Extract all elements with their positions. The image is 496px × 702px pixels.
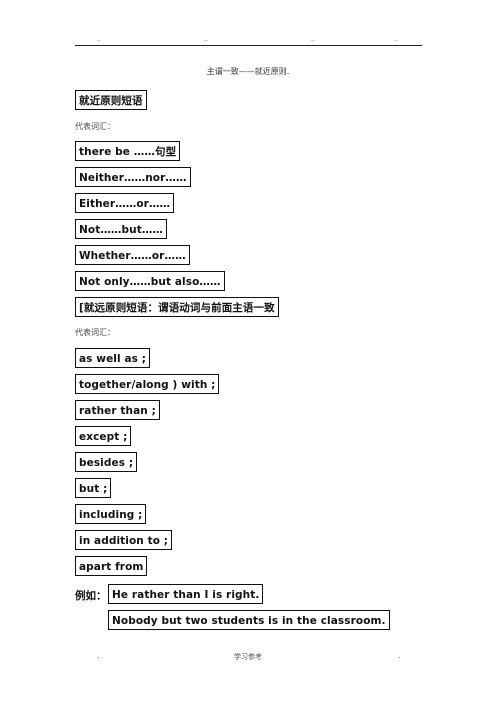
header-dot: ..: [97, 36, 101, 43]
phrase-box: including ;: [75, 504, 147, 524]
section2-subheading: 代表词汇：: [75, 328, 115, 337]
footer-left: .: [97, 652, 100, 660]
phrase-box: rather than ;: [75, 400, 160, 420]
footer-right: .: [398, 652, 401, 660]
phrase-box: except ;: [75, 426, 132, 446]
phrase-box: Not only……but also……: [75, 271, 225, 291]
phrase-box: there be ……句型: [75, 141, 181, 161]
header-dot: ..: [204, 36, 208, 43]
header-dot: ..: [311, 36, 315, 43]
phrase-box: Whether……or……: [75, 245, 190, 265]
section1-heading: 就近原则短语: [75, 90, 147, 110]
phrase-box: besides ;: [75, 452, 138, 472]
phrase-box: but ;: [75, 478, 112, 498]
phrase-box: Not……but……: [75, 219, 168, 239]
phrase-box: Either……or……: [75, 193, 175, 213]
phrase-box: as well as ;: [75, 348, 151, 368]
section2-heading: [就远原则短语：谓语动词与前面主语一致: [75, 297, 279, 317]
header-rule: [75, 45, 422, 46]
phrase-box: Neither……nor……: [75, 167, 191, 187]
example-label: 例如：: [75, 590, 107, 602]
page-title: 主谓一致——就近原则.: [206, 67, 290, 76]
phrase-box: apart from: [75, 556, 148, 576]
header-dot: ..: [394, 36, 398, 43]
footer-center: 学习参考: [234, 653, 262, 661]
example-sentence: He rather than I is right.: [108, 584, 264, 604]
header-dots: .. .. .. ..: [0, 36, 496, 46]
phrase-box: together/along ) with ;: [75, 374, 220, 394]
phrase-box: in addition to ;: [75, 530, 173, 550]
example-sentence: Nobody but two students is in the classr…: [108, 610, 390, 630]
section1-subheading: 代表词汇：: [75, 122, 115, 131]
